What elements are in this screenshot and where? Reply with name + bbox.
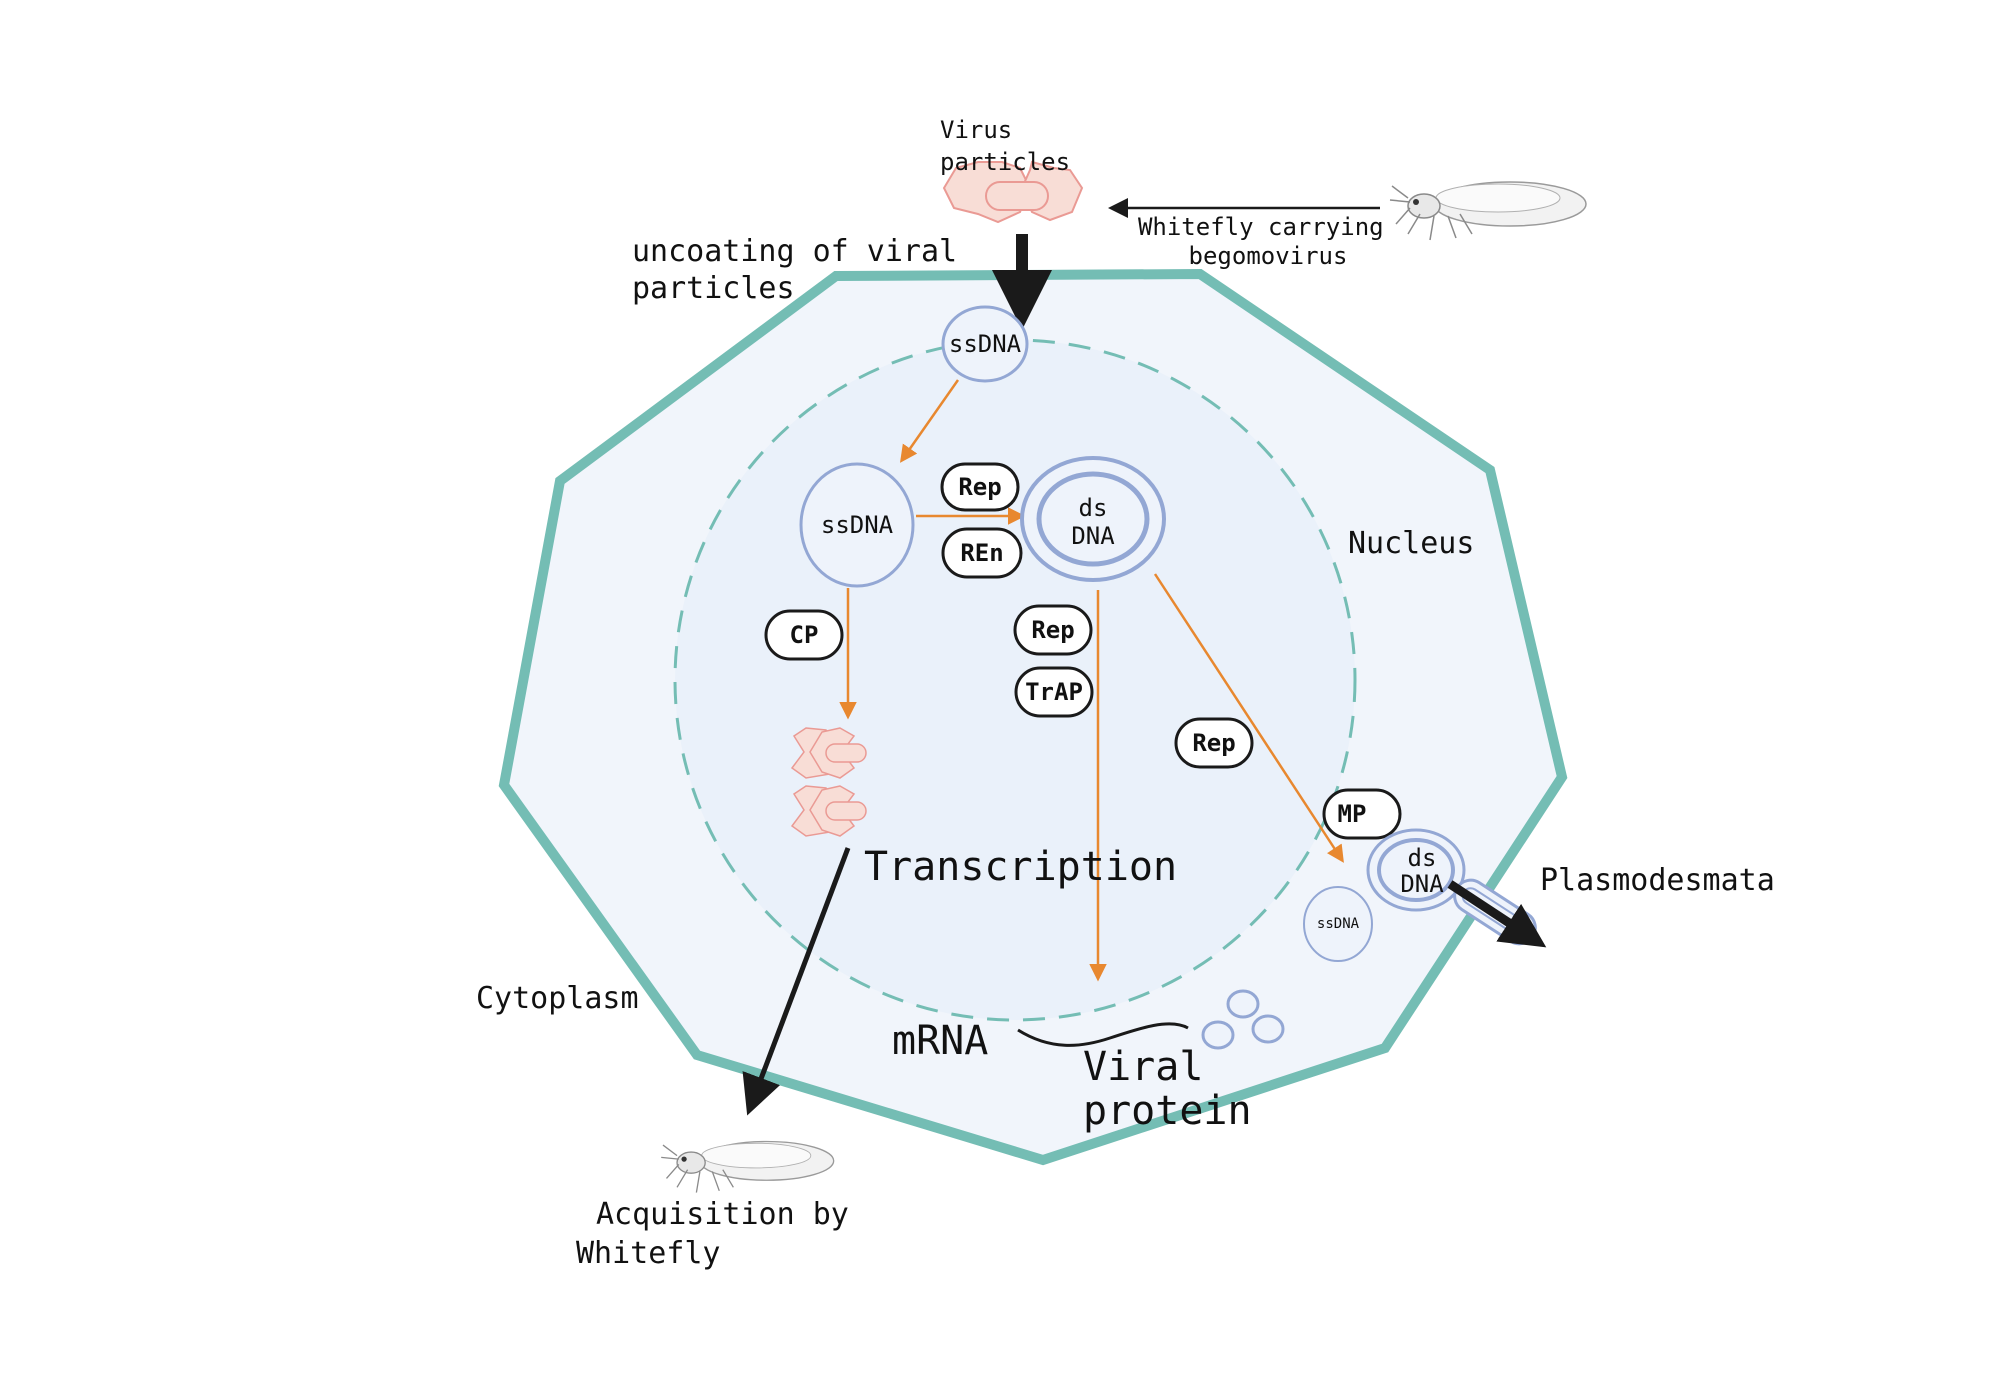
ren-label: REn [960,539,1003,567]
rep-pill-2: Rep [1013,604,1093,656]
cp-label: CP [790,621,819,649]
dsdna-exit: ds DNA [1366,828,1466,912]
virus-particle-icon [942,160,1084,224]
rep-pill-3: Rep [1174,717,1254,769]
mp-label: MP [1338,800,1367,828]
cytoplasm-label: Cytoplasm [476,981,639,1016]
viral-protein-label: Viral protein [1083,1044,1252,1134]
uncoating-label: uncoating of viral particles [632,234,975,306]
trap-pill: TrAP [1014,666,1094,718]
viral-protein-icon [1201,989,1285,1050]
rep-label-1: Rep [958,473,1001,501]
rep-pill-1: Rep [940,462,1020,512]
arrow-ssdna-import [899,379,960,463]
mrna-strand [1017,1022,1189,1047]
plasmodesmata-label: Plasmodesmata [1540,863,1775,898]
arrow-cell-to-cell-movement [1447,880,1547,948]
ssdna-exit-label: ssDNA [1317,916,1360,932]
rep-label-3: Rep [1192,729,1235,757]
trap-label: TrAP [1025,678,1083,706]
ssdna-nuclear-label: ssDNA [821,511,894,539]
dsdna-center: ds DNA [1020,456,1166,582]
arrow-acquisition [742,847,851,1116]
dsdna-center-label-1: ds [1079,494,1108,522]
virus-particle-icon [790,727,867,779]
dsdna-exit-label-2: DNA [1400,870,1444,898]
dsdna-center-label-2: DNA [1071,522,1115,550]
whitefly-carrying-label: Whitefly carrying begomovirus [1138,213,1398,270]
rep-label-2: Rep [1031,616,1074,644]
dsdna-exit-label-1: ds [1408,844,1437,872]
transcription-label: Transcription [864,844,1177,890]
virus-particle-icon [790,785,867,837]
whitefly-icon [661,1140,835,1193]
nucleus [673,338,1357,1022]
mp-pill: MP [1322,788,1402,840]
ssdna-nuclear-circle [799,462,915,588]
virus-particles-label: Virus particles [940,116,1070,176]
acquisition-label: Acquisition by Whitefly [576,1197,867,1271]
whitefly-icon [1389,181,1587,241]
ren-pill: REn [941,527,1023,579]
nucleus-label: Nucleus [1348,526,1474,561]
ssdna-entry-circle [941,305,1029,383]
cp-pill: CP [764,609,844,661]
ssdna-exit-circle [1303,886,1373,962]
arrow-dsdna-export [1153,573,1344,863]
mrna-label: mRNA [892,1018,988,1064]
ssdna-entry-label: ssDNA [949,330,1022,358]
